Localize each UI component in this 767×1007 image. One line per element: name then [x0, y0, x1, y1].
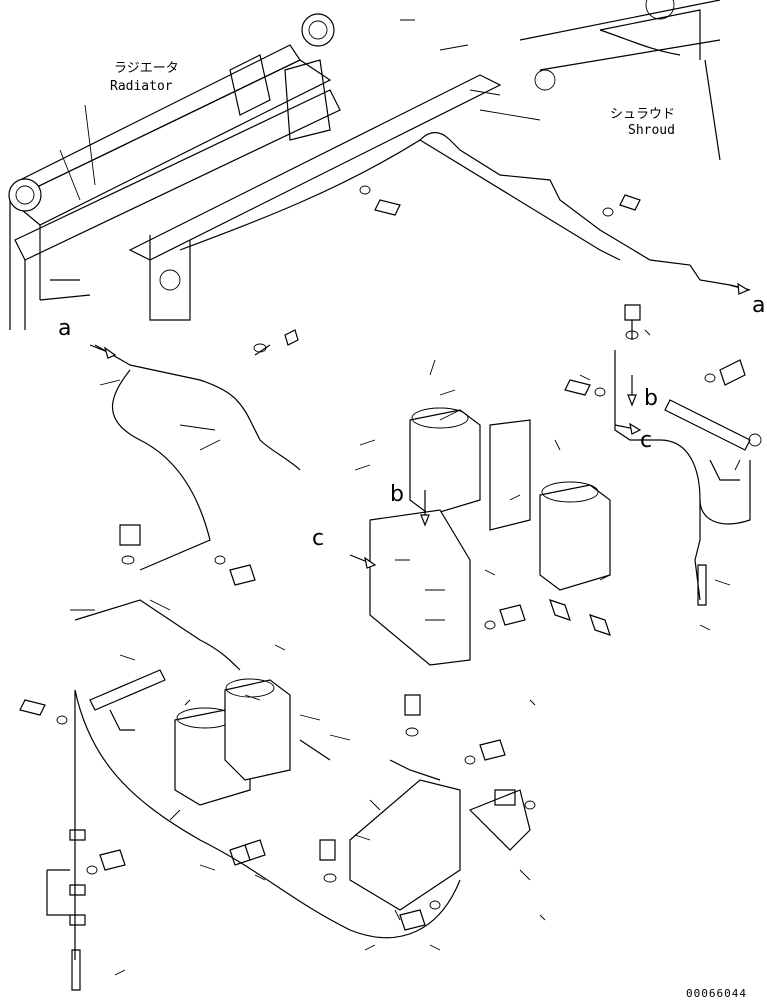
leader-lines [59, 19, 741, 976]
marker-c-top: c [640, 428, 653, 453]
shroud-label-jp: シュラウド [610, 107, 676, 122]
part-number: 00066044 [686, 987, 747, 1000]
marker-b-mid: b [390, 482, 404, 507]
radiator-label-jp: ラジエータ [114, 61, 179, 76]
lower-bracket [89, 669, 441, 781]
shroud [519, 0, 721, 161]
shroud-label-en: Shroud [628, 123, 675, 138]
tank-upper [369, 407, 611, 666]
arrows [89, 282, 750, 569]
radiator-label-en: Radiator [110, 79, 173, 94]
radiator [8, 13, 341, 330]
left-clamps [46, 829, 86, 991]
frame-bar [128, 74, 502, 321]
marker-a-right: a [752, 293, 766, 318]
washers [56, 185, 716, 910]
tube-top [179, 131, 751, 291]
marker-c-mid: c [312, 526, 325, 551]
bolts [19, 194, 746, 931]
connectors [229, 599, 611, 866]
right-bracket [614, 350, 762, 606]
marker-a-left: a [58, 316, 72, 341]
tank-lower [174, 678, 531, 911]
marker-b-top: b [644, 386, 658, 411]
